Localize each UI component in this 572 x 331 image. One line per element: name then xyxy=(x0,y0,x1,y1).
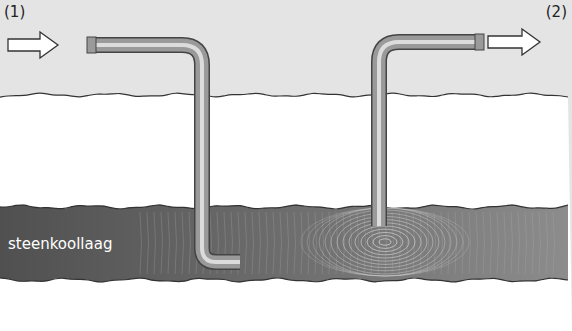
texture xyxy=(511,212,513,274)
texture xyxy=(483,212,485,274)
texture xyxy=(532,212,534,274)
ground xyxy=(0,93,572,331)
texture xyxy=(497,212,499,274)
reaction-ring xyxy=(361,229,409,255)
texture xyxy=(490,212,492,274)
texture xyxy=(476,212,478,274)
coal-seam xyxy=(0,205,568,283)
texture xyxy=(266,212,268,274)
seam-edge xyxy=(0,278,568,282)
texture xyxy=(182,212,184,274)
texture xyxy=(280,212,282,274)
texture xyxy=(329,212,331,274)
pipe-end xyxy=(87,37,96,53)
reaction-ring xyxy=(367,232,403,251)
texture xyxy=(140,212,142,274)
pipe-highlight xyxy=(379,42,476,226)
texture xyxy=(245,212,247,274)
texture xyxy=(308,212,310,274)
reaction-ring xyxy=(343,220,427,265)
texture xyxy=(168,212,170,274)
reaction-ring xyxy=(373,236,397,249)
pipe-outline xyxy=(379,42,476,226)
texture xyxy=(315,212,317,274)
texture xyxy=(455,212,457,274)
texture xyxy=(273,212,275,274)
reaction-ring xyxy=(355,226,415,258)
texture xyxy=(518,212,520,274)
reaction-ring xyxy=(379,239,391,245)
texture xyxy=(504,212,506,274)
inflow-arrow xyxy=(8,32,58,58)
seam-edge xyxy=(0,205,568,209)
texture xyxy=(252,212,254,274)
texture xyxy=(147,212,149,274)
texture xyxy=(294,212,296,274)
callout-number: (2) xyxy=(546,3,567,21)
texture xyxy=(546,212,548,274)
texture xyxy=(259,212,261,274)
surface-line xyxy=(0,93,568,97)
texture xyxy=(189,212,191,274)
pipe-end xyxy=(475,34,484,50)
pipe xyxy=(95,45,240,262)
pipe-outline xyxy=(95,45,240,262)
pipes xyxy=(87,34,484,262)
pipe xyxy=(379,42,476,226)
outflow-arrow xyxy=(488,29,540,55)
coal-band xyxy=(0,205,568,283)
texture xyxy=(175,212,177,274)
pipe-highlight xyxy=(95,45,240,262)
coal-seam-region: steenkoollaag xyxy=(0,207,180,280)
texture xyxy=(553,212,555,274)
callout-number: (1) xyxy=(4,3,25,21)
texture xyxy=(154,212,156,274)
texture xyxy=(287,212,289,274)
reaction-ring xyxy=(349,223,421,261)
layer-name: steenkoollaag xyxy=(8,235,112,253)
earth xyxy=(0,93,572,331)
texture xyxy=(525,212,527,274)
flow-arrows xyxy=(8,29,540,58)
texture xyxy=(539,212,541,274)
texture xyxy=(161,212,163,274)
texture xyxy=(392,212,394,274)
